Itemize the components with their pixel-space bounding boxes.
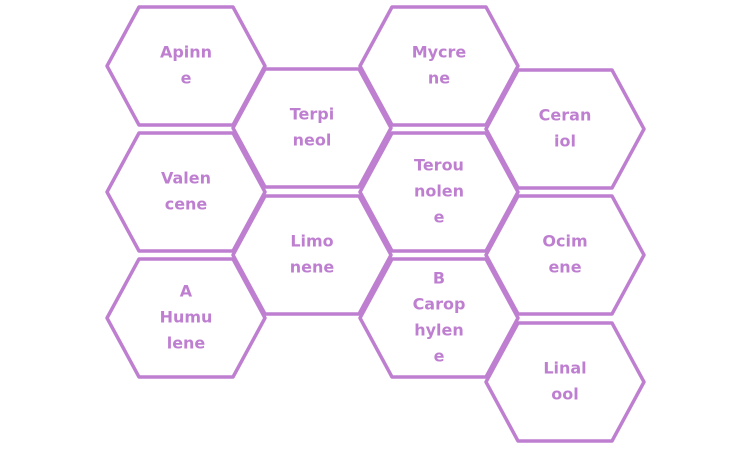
hexagon-layer: ApinneTerpineolMycreneCeraniolValenceneT… [107, 7, 644, 441]
hexagon-label-line: iol [554, 132, 576, 151]
hexagon-label-line: Mycre [412, 43, 467, 62]
hexagon-label-line: Terou [414, 156, 464, 175]
hexagon-label-line: cene [165, 195, 208, 214]
hexagon-label-line: ne [428, 69, 450, 88]
hexagon-label-line: e [434, 208, 445, 227]
hexagon-label-line: ool [551, 385, 578, 404]
hexagon-label-line: neol [293, 131, 332, 150]
hexagon-mycrene: Mycre ne [360, 7, 518, 125]
hexagon-label-line: hylen [414, 321, 464, 340]
hexagon-label-line: nolen [414, 182, 464, 201]
hexagon-outline [107, 133, 265, 251]
hexagon-label-line: e [181, 69, 192, 88]
hexagon-outline [486, 70, 644, 188]
hexagon-ceraniol: Ceran iol [486, 70, 644, 188]
hexagon-label-line: Limo [290, 232, 333, 251]
hexagon-label-line: Carop [413, 295, 466, 314]
hexagon-outline [233, 196, 391, 314]
hexagon-label-line: Valen [161, 169, 211, 188]
hexagon-label-line: Humu [160, 308, 213, 327]
hexagon-a-humulene: A Humu lene [107, 259, 265, 377]
hexagon-label-line: nene [290, 258, 335, 277]
hexagon-label-line: Linal [543, 359, 586, 378]
hexagon-label-line: Ocim [542, 232, 587, 251]
hexagon-outline [107, 7, 265, 125]
hexagon-limonene: Limo nene [233, 196, 391, 314]
hexagon-label-line: lene [167, 334, 206, 353]
hexagon-outline [486, 323, 644, 441]
hexagon-label-line: ene [548, 258, 581, 277]
hexagon-linalool: Linal ool [486, 323, 644, 441]
hexagon-label-line: e [434, 347, 445, 366]
hexagon-terounolene: Terou nolen e [360, 133, 518, 251]
hexagon-label-line: Apinn [160, 43, 212, 62]
hexagon-terpineol: Terpi neol [233, 69, 391, 187]
hexagon-label-line: B [433, 269, 445, 288]
hexagon-apinne: Apinn e [107, 7, 265, 125]
hexagon-outline [360, 7, 518, 125]
hexagon-label-line: Ceran [539, 106, 592, 125]
hexagon-label-line: A [180, 282, 193, 301]
hexagon-valencene: Valen cene [107, 133, 265, 251]
hexagon-b-carophylene: B Carop hylen e [360, 259, 518, 377]
hexagon-outline [233, 69, 391, 187]
hexagon-outline [486, 196, 644, 314]
hexagon-ocimene: Ocim ene [486, 196, 644, 314]
hexagon-label-line: Terpi [290, 105, 334, 124]
